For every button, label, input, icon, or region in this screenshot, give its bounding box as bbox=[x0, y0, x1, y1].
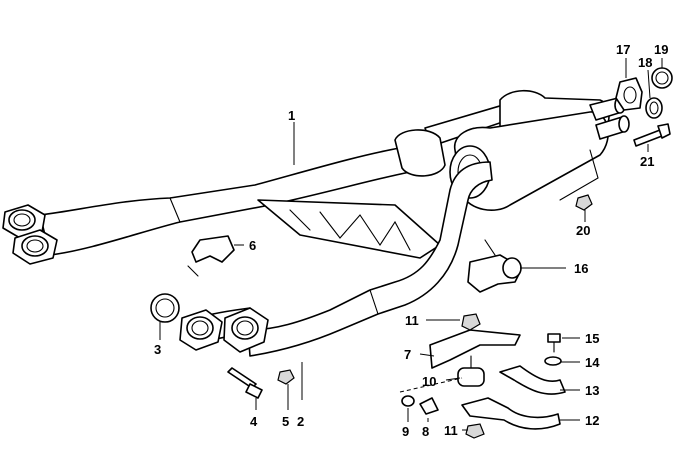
support-bracket-7 bbox=[429, 329, 521, 369]
bolt-21 bbox=[633, 123, 671, 147]
callout-2: 2 bbox=[297, 414, 304, 429]
hanger-bracket-16 bbox=[467, 239, 522, 293]
rear-muffler-assembly bbox=[424, 89, 630, 211]
clamp-13 bbox=[499, 365, 566, 395]
callout-11-top: 11 bbox=[405, 313, 419, 328]
callout-16: 16 bbox=[574, 261, 588, 276]
seal-ring-18 bbox=[645, 97, 663, 119]
callout-12: 12 bbox=[585, 413, 599, 428]
bolt-8 bbox=[419, 397, 439, 415]
callout-18: 18 bbox=[638, 55, 652, 70]
clamp-12 bbox=[461, 397, 561, 430]
nut-11-bottom bbox=[465, 423, 485, 439]
callout-20: 20 bbox=[576, 223, 590, 238]
bolt-4 bbox=[227, 367, 263, 399]
nut-5 bbox=[277, 369, 295, 385]
flange-gasket-17 bbox=[615, 77, 643, 111]
callout-14: 14 bbox=[585, 355, 600, 370]
clamp-ring-19 bbox=[651, 67, 673, 89]
callout-1: 1 bbox=[288, 108, 295, 123]
washer-9 bbox=[401, 395, 415, 407]
callout-6: 6 bbox=[249, 238, 256, 253]
callout-11-bottom: 11 bbox=[444, 423, 458, 438]
nut-20 bbox=[575, 194, 593, 211]
front-pipe-lower bbox=[179, 161, 493, 357]
rubber-mount-10 bbox=[457, 355, 485, 387]
callout-4: 4 bbox=[250, 414, 258, 429]
callout-15: 15 bbox=[585, 331, 599, 346]
front-pipe-upper bbox=[2, 129, 446, 265]
callout-21: 21 bbox=[640, 154, 654, 169]
leader-lines bbox=[159, 58, 663, 431]
nut-11-top bbox=[461, 313, 481, 331]
callout-17: 17 bbox=[616, 42, 630, 57]
callout-9: 9 bbox=[402, 424, 409, 439]
callout-8: 8 bbox=[422, 424, 429, 439]
mounting-bracket-6 bbox=[187, 235, 235, 277]
callout-19: 19 bbox=[654, 42, 668, 57]
callout-3: 3 bbox=[154, 342, 161, 357]
bolt-15 bbox=[547, 333, 561, 353]
gasket-ring-3 bbox=[150, 293, 180, 323]
callout-7: 7 bbox=[404, 347, 411, 362]
callout-labels: 1 2 3 4 5 6 7 8 9 10 11 11 12 13 14 15 1… bbox=[154, 42, 668, 439]
callout-13: 13 bbox=[585, 383, 599, 398]
callout-10: 10 bbox=[422, 374, 436, 389]
callout-5: 5 bbox=[282, 414, 289, 429]
washer-14 bbox=[544, 356, 562, 366]
truss-bracket bbox=[257, 199, 441, 259]
